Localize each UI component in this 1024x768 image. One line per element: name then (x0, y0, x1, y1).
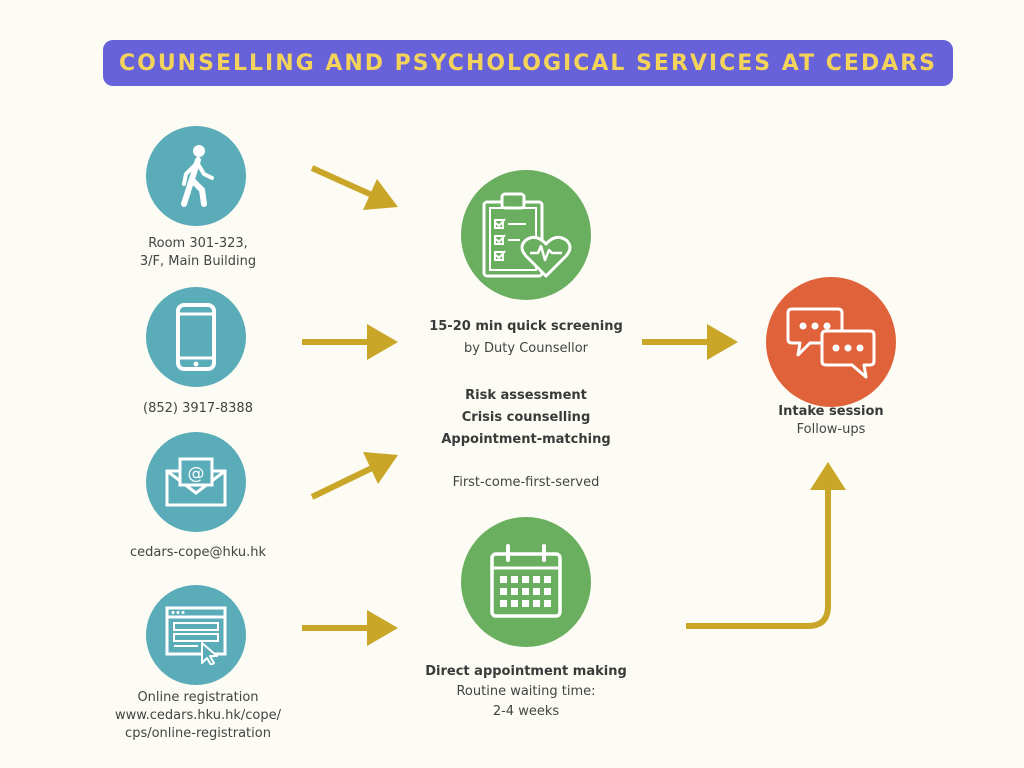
walk-in-circle (146, 126, 246, 226)
arrow-email-to-screening (310, 452, 398, 500)
intake-title: Intake session (778, 404, 884, 419)
direct-waiting-time: 2-4 weeks (492, 704, 560, 719)
screening-subtitle: by Duty Counsellor (463, 341, 589, 356)
svg-text:@: @ (188, 464, 205, 484)
page-title: COUNSELLING AND PSYCHOLOGICAL SERVICES A… (118, 50, 938, 76)
arrow-phone-to-screening (302, 324, 398, 360)
direct-appointment-title: Direct appointment making (425, 664, 627, 679)
arrow-online-to-direct (302, 610, 398, 646)
screening-note: First-come-first-served (452, 475, 600, 490)
online-registration-url-1[interactable]: www.cedars.hku.hk/cope/ (114, 708, 282, 723)
screening-circle (461, 170, 591, 300)
service-appointment-matching: Appointment-matching (441, 432, 611, 447)
calendar-icon (490, 544, 562, 618)
walking-person-icon (181, 145, 214, 207)
walk-in-room: Room 301-323, (148, 236, 248, 251)
screening-title: 15-20 min quick screening (429, 319, 623, 334)
direct-waiting-label: Routine waiting time: (456, 684, 596, 699)
direct-appointment-info: Direct appointment making Routine waitin… (396, 662, 656, 722)
email-address[interactable]: cedars-cope@hku.hk (129, 545, 267, 560)
screening-info: 15-20 min quick screening by Duty Counse… (396, 318, 656, 358)
intake-info: Intake session Follow-ups (751, 403, 911, 439)
walk-in-building: 3/F, Main Building (139, 254, 257, 269)
online-circle (146, 585, 246, 685)
email-circle: @ (146, 432, 246, 532)
walk-in-location: Room 301-323, 3/F, Main Building (113, 235, 283, 271)
arrow-walk-in-to-screening (310, 165, 398, 210)
smartphone-icon (176, 303, 216, 371)
arrow-screening-to-intake (642, 324, 738, 360)
online-registration-info: Online registration www.cedars.hku.hk/co… (93, 689, 303, 743)
online-registration-url-2[interactable]: cps/online-registration (125, 726, 271, 741)
envelope-icon: @ (165, 457, 227, 507)
phone-circle (146, 287, 246, 387)
intake-subtitle: Follow-ups (796, 422, 866, 437)
speech-bubbles-icon (786, 307, 876, 379)
direct-appointment-circle (461, 517, 591, 647)
arrow-direct-to-intake (686, 462, 846, 629)
clipboard-heart-icon (482, 192, 572, 278)
phone-number[interactable]: (852) 3917-8388 (143, 401, 253, 416)
web-form-icon (165, 606, 227, 665)
service-crisis-counselling: Crisis counselling (461, 410, 591, 425)
service-risk-assessment: Risk assessment (465, 388, 587, 403)
online-registration-label: Online registration (137, 690, 259, 705)
intake-circle (766, 277, 896, 407)
title-banner: COUNSELLING AND PSYCHOLOGICAL SERVICES A… (103, 40, 953, 86)
screening-services: Risk assessment Crisis counselling Appoi… (396, 385, 656, 451)
